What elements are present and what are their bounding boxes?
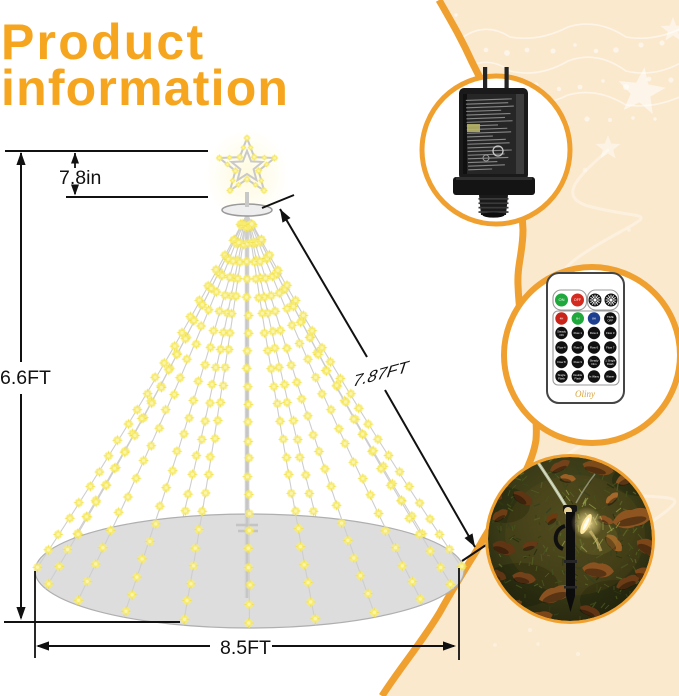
svg-text:Flash: Flash bbox=[558, 376, 565, 380]
svg-text:OFF: OFF bbox=[574, 298, 582, 302]
svg-text:ON: ON bbox=[559, 297, 565, 302]
svg-text:Waver: Waver bbox=[606, 375, 614, 379]
svg-text:Flow 1: Flow 1 bbox=[574, 331, 583, 335]
svg-text:6.6FT: 6.6FT bbox=[0, 367, 51, 389]
svg-text:Flow 7: Flow 7 bbox=[606, 346, 615, 350]
svg-text:Flow 8: Flow 8 bbox=[557, 360, 566, 364]
svg-text:Double: Double bbox=[573, 373, 582, 377]
svg-text:ON: ON bbox=[559, 333, 563, 337]
svg-text:8H: 8H bbox=[592, 317, 596, 321]
svg-text:1 Single: 1 Single bbox=[605, 359, 616, 363]
svg-text:7.87FT: 7.87FT bbox=[350, 357, 411, 391]
svg-text:Flow 5: Flow 5 bbox=[574, 346, 583, 350]
svg-text:Flow 6: Flow 6 bbox=[590, 346, 599, 350]
svg-text:7.8in: 7.8in bbox=[59, 167, 101, 189]
svg-text:Single: Single bbox=[558, 373, 566, 377]
svg-text:8.5FT: 8.5FT bbox=[220, 637, 271, 659]
svg-text:In Wavy: In Wavy bbox=[589, 375, 600, 379]
svg-text:Oliny: Oliny bbox=[575, 389, 595, 399]
svg-text:6H: 6H bbox=[576, 317, 580, 321]
svg-text:Flow 9: Flow 9 bbox=[574, 360, 583, 364]
svg-text:Flash: Flash bbox=[574, 376, 581, 380]
svg-text:Flash: Flash bbox=[607, 362, 614, 366]
svg-text:Steady: Steady bbox=[557, 330, 566, 334]
svg-text:TIME: TIME bbox=[607, 315, 614, 319]
svg-text:Flow 3: Flow 3 bbox=[606, 331, 615, 335]
svg-text:Steady: Steady bbox=[590, 359, 599, 363]
svg-text:Dim: Dim bbox=[592, 362, 598, 366]
svg-text:OFF: OFF bbox=[608, 318, 614, 322]
svg-text:4H: 4H bbox=[560, 317, 564, 321]
svg-text:Flow 2: Flow 2 bbox=[590, 331, 599, 335]
svg-text:Flow 4: Flow 4 bbox=[557, 346, 566, 350]
